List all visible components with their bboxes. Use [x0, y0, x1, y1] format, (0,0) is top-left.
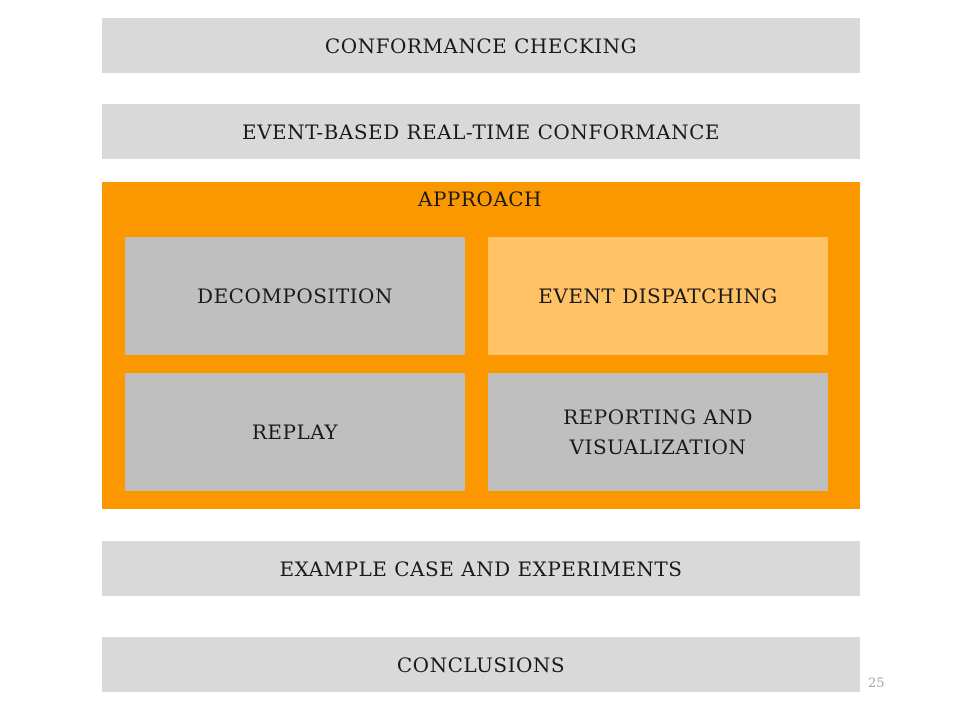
section-label: EVENT-BASED REAL-TIME CONFORMANCE [242, 119, 720, 144]
page-number: 25 [868, 676, 885, 691]
section-event-based-conformance: EVENT-BASED REAL-TIME CONFORMANCE [102, 104, 860, 159]
cell-label-wrap: REPORTING AND VISUALIZATION [563, 402, 753, 462]
section-label: EXAMPLE CASE AND EXPERIMENTS [279, 556, 683, 581]
approach-title: APPROACH [418, 187, 542, 211]
section-label: CONFORMANCE CHECKING [324, 33, 638, 58]
cell-label: REPLAY [251, 420, 339, 444]
section-example-case: EXAMPLE CASE AND EXPERIMENTS [102, 541, 860, 596]
cell-reporting-visualization: REPORTING AND VISUALIZATION [488, 373, 828, 491]
section-label: CONCLUSIONS [396, 652, 566, 677]
cell-label-line2: VISUALIZATION [569, 435, 747, 459]
section-conformance-checking: CONFORMANCE CHECKING [102, 18, 860, 73]
cell-replay: REPLAY [125, 373, 465, 491]
cell-label-line1: REPORTING AND [563, 405, 753, 429]
cell-label: DECOMPOSITION [197, 284, 393, 308]
cell-decomposition: DECOMPOSITION [125, 237, 465, 355]
section-conclusions: CONCLUSIONS [102, 637, 860, 692]
cell-event-dispatching: EVENT DISPATCHING [488, 237, 828, 355]
cell-label: EVENT DISPATCHING [538, 284, 778, 308]
